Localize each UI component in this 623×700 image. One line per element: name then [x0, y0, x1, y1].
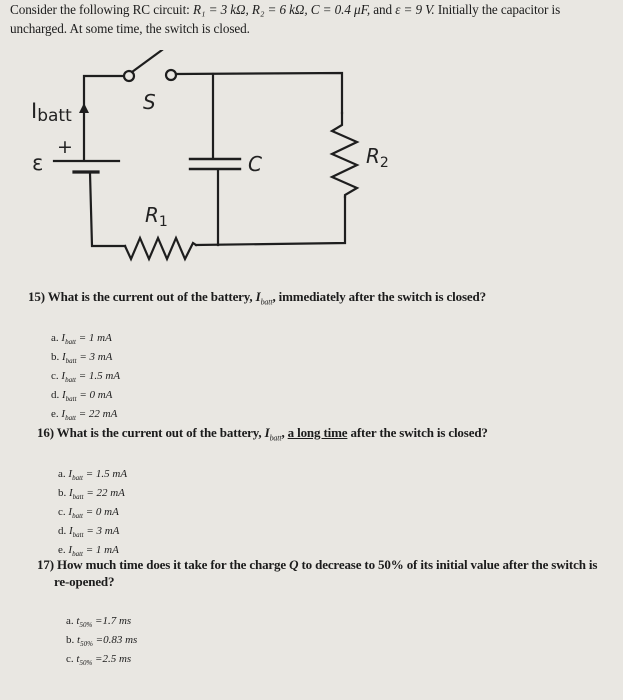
- wire-top: [174, 71, 344, 115]
- option-15c[interactable]: c. Ibatt = 1.5 mA: [51, 369, 121, 384]
- option-16a[interactable]: a. Ibatt = 1.5 mA: [58, 468, 128, 483]
- r2-label: R2: [366, 144, 389, 171]
- intro-suffix: Initially the capacitor is: [437, 2, 561, 17]
- switch-label: S: [143, 90, 156, 114]
- question-15-options: a. Ibatt = 1 mA b. Ibatt = 3 mA c. Ibatt…: [51, 331, 120, 425]
- question-text-line2: re-opened?: [54, 574, 115, 589]
- question-number: 15): [28, 289, 45, 304]
- rc-circuit-diagram: Ibatt S + ε C R1 R2: [31, 50, 389, 262]
- option-15d[interactable]: d. Ibatt = 0 mA: [51, 388, 113, 403]
- question-text: What is the current out of the battery,: [56, 425, 262, 440]
- capacitance-value: C = 0.4 μF,: [310, 2, 371, 17]
- switch-terminal-right: [164, 68, 178, 82]
- capacitor-label: C: [248, 152, 262, 176]
- switch-lever: [130, 50, 164, 74]
- intro-line2: uncharged. At some time, the switch is c…: [10, 21, 250, 36]
- resistor-r2: [329, 111, 360, 199]
- question-text: How much time does it take for the charg…: [57, 557, 287, 572]
- r1-label: R1: [145, 203, 168, 230]
- option-17b[interactable]: b. t50% =0.83 ms: [66, 633, 138, 649]
- current-label: Ibatt: [31, 99, 72, 126]
- question-text: What is the current out of the battery,: [47, 289, 253, 304]
- plus-sign: +: [57, 136, 73, 158]
- option-15a[interactable]: a. Ibatt = 1 mA: [51, 332, 112, 347]
- question-16: 16) What is the current out of the batte…: [37, 425, 488, 443]
- question-text-end: , immediately after the switch is closed…: [272, 289, 486, 304]
- question-15: 15) What is the current out of the batte…: [28, 288, 486, 311]
- option-17c[interactable]: c. t50% =2.5 ms: [66, 652, 132, 667]
- question-text-cont: to decrease to 50% of its initial value …: [301, 557, 598, 572]
- question-number: 16): [37, 425, 54, 440]
- emphasis-long-time: a long time: [287, 425, 348, 440]
- emf-value: ε = 9 V.: [395, 2, 435, 17]
- current-arrow-icon: [79, 103, 89, 113]
- option-15b[interactable]: b. Ibatt = 3 mA: [51, 350, 113, 366]
- r2-value: R₂ = 6 kΩ,: [251, 2, 308, 17]
- current-symbol: Ibatt: [264, 425, 282, 443]
- intro-and: and: [373, 2, 392, 17]
- charge-symbol: Q: [289, 557, 299, 572]
- option-16c[interactable]: c. Ibatt = 0 mA: [58, 505, 119, 520]
- wire-left-upper: [82, 74, 126, 162]
- question-17: 17) How much time does it take for the c…: [37, 556, 617, 590]
- option-17a[interactable]: a. t50% =1.7 ms: [66, 615, 132, 630]
- question-17-options: a. t50% =1.7 ms b. t50% =0.83 ms c. t50%…: [66, 614, 137, 671]
- option-16e[interactable]: e. Ibatt = 1 mA: [58, 543, 119, 558]
- wire-left-lower: [88, 171, 127, 248]
- option-15e[interactable]: e. Ibatt = 22 mA: [51, 407, 118, 422]
- question-text-end: after the switch is closed?: [350, 425, 488, 440]
- wire-bottom: [194, 195, 347, 247]
- option-16b[interactable]: b. Ibatt = 22 mA: [58, 486, 125, 502]
- emf-label: ε: [32, 151, 43, 175]
- problem-statement: Consider the following RC circuit: R₁ = …: [10, 0, 620, 38]
- resistor-r1: [123, 235, 198, 262]
- switch-terminal-left: [122, 69, 136, 83]
- option-16d[interactable]: d. Ibatt = 3 mA: [58, 524, 120, 539]
- current-symbol: Ibatt: [255, 289, 273, 307]
- question-16-options: a. Ibatt = 1.5 mA b. Ibatt = 22 mA c. Ib…: [58, 467, 127, 561]
- question-number: 17): [37, 557, 54, 572]
- r1-value: R₁ = 3 kΩ,: [192, 2, 249, 17]
- intro-prefix: Consider the following RC circuit:: [10, 2, 193, 17]
